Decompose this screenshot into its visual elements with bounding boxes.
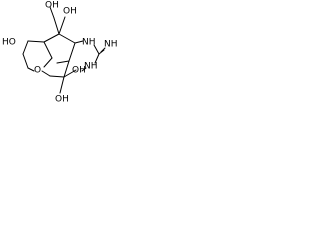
label-o-ring: O [34,66,41,76]
molecule-structure: OH OH HO NH NH O OH NH OH [2,1,118,105]
bond [56,60,70,64]
label-nh-imine: NH [104,40,118,50]
bond [59,76,65,94]
bond [22,40,29,55]
bond [27,67,35,72]
bond [58,33,76,44]
bond [27,40,45,43]
bond [63,69,77,78]
label-oh-mid: OH [72,66,86,76]
bond [58,16,66,35]
bond [74,40,84,44]
bond [98,49,105,55]
label-nh-right-top: NH [82,38,96,48]
bonds [22,6,106,94]
label-oh-top-center: OH [63,7,77,17]
bond [41,70,51,77]
bond [43,57,53,68]
label-nh-right-bottom: NH [84,62,98,72]
atom-labels: OH OH HO NH NH O OH NH OH [2,1,118,105]
bond [63,60,70,78]
bond [22,53,29,69]
label-ho-left: HO [2,38,16,48]
label-oh-bottom: OH [55,95,69,105]
bond [43,33,60,43]
bond [93,44,100,55]
bond [49,6,55,19]
bond [81,67,87,72]
bond [68,42,76,62]
bond [94,53,100,64]
bond [49,75,65,78]
bond [43,41,53,59]
label-oh-top-left: OH [45,1,59,11]
bond [53,17,60,35]
